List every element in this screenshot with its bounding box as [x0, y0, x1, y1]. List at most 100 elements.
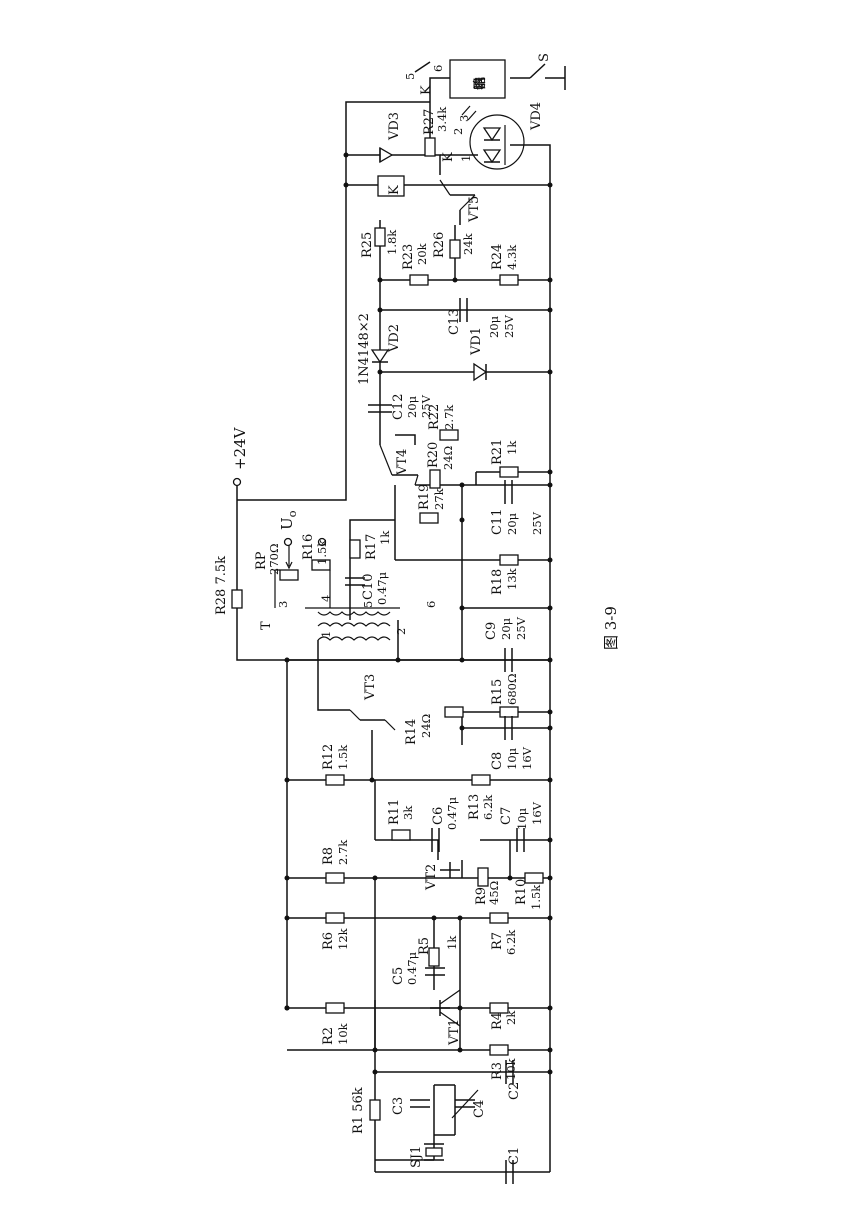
buzzer-char-1: 讯 [473, 77, 488, 90]
label-1n4148: 1N4148×2 [357, 313, 372, 385]
label-r7: R7 [490, 932, 505, 950]
value-r6: 12k [336, 927, 350, 950]
label-c4: C4 [472, 1100, 487, 1118]
value-r22: 2.7k [442, 404, 456, 430]
pin-6: 6 [424, 601, 438, 608]
value-r16: 1.5k [315, 539, 329, 565]
diodes [370, 105, 525, 382]
value-r19: 27k [432, 487, 446, 510]
value-r25: 1.8k [385, 229, 399, 255]
label-vt2: VT2 [424, 864, 439, 891]
label-relay-coil: K [387, 185, 402, 195]
value-r23: 20k [415, 242, 429, 265]
label-sj1: SJ1 [409, 1146, 424, 1168]
value-c5: 0.47μ [405, 951, 419, 985]
value-r13: 6.2k [481, 794, 495, 820]
junction-dots [284, 152, 553, 1075]
value-c7-cap: 10μ [515, 807, 529, 830]
label-c8: C8 [490, 752, 505, 770]
pin-4: 4 [319, 595, 333, 602]
value-r24: 4.3k [505, 244, 519, 270]
label-c7: C7 [499, 807, 514, 825]
value-c7-volt: 16V [530, 801, 544, 825]
label-supply-24v: +24V [231, 426, 249, 470]
label-c12: C12 [391, 394, 406, 421]
value-c10: 0.47μ [375, 571, 389, 605]
label-vd3: VD3 [387, 112, 402, 141]
pin-3: 3 [276, 601, 290, 608]
label-r27: R27 [422, 109, 437, 135]
value-c13-cap: 20μ [487, 315, 501, 338]
value-r10: 1.5k [529, 884, 543, 910]
pin-1: 1 [319, 631, 333, 638]
label-r26: R26 [432, 232, 447, 258]
label-vt1: VT1 [447, 1019, 462, 1046]
label-vd1: VD1 [469, 327, 484, 356]
value-r2: 10k [336, 1022, 350, 1045]
value-r8: 2.7k [336, 839, 350, 865]
label-r15: R15 [490, 679, 505, 705]
value-c13-volt: 25V [502, 314, 516, 338]
label-c5: C5 [391, 967, 406, 985]
value-c8-cap: 10μ [505, 747, 519, 770]
value-r18: 13k [505, 567, 519, 590]
label-vt4: VT4 [395, 449, 410, 476]
resistors [231, 137, 544, 1121]
terminals [232, 477, 327, 547]
label-vd4: VD4 [529, 102, 544, 131]
label-r5: R5 [417, 937, 432, 955]
label-r17: R17 [364, 534, 379, 560]
label-vd2: VD2 [387, 324, 402, 353]
value-c11-cap: 20μ [505, 512, 519, 535]
label-r25: R25 [360, 232, 375, 258]
label-r16: R16 [301, 534, 316, 560]
label-c2: C2 [507, 1082, 522, 1100]
label-t: T [259, 621, 274, 630]
label-k-contact-1: K [441, 152, 456, 162]
label-r1: R1 56k [351, 1087, 366, 1134]
relay-and-buzzer [377, 59, 566, 197]
value-r4: 2k [504, 1010, 518, 1025]
value-r14: 24Ω [419, 714, 433, 738]
transformer [274, 569, 400, 641]
value-r12: 1.5k [336, 744, 350, 770]
label-r19: R19 [417, 484, 432, 510]
value-r7: 6.2k [504, 929, 518, 955]
label-c1: C1 [507, 1147, 522, 1165]
pin-2: 2 [394, 628, 408, 635]
label-r24: R24 [490, 244, 505, 270]
value-c11-volt: 25V [530, 511, 544, 535]
label-output-uo: Uo [278, 510, 299, 530]
buzzer-char-3: 器 [473, 77, 488, 90]
label-r13: R13 [467, 794, 482, 820]
label-r14: R14 [404, 719, 419, 745]
buzzer-char-2: 响 [472, 77, 488, 90]
value-rp: 270Ω [267, 544, 281, 576]
label-c9: C9 [484, 622, 499, 640]
label-r18: R18 [490, 569, 505, 595]
label-r12: R12 [321, 744, 336, 770]
value-c6: 0.47μ [445, 796, 459, 830]
value-r17: 1k [378, 530, 392, 545]
label-r9: R9 [474, 887, 489, 905]
labels: R1 56k C1 C2 C3 C4 SJ1 R2 10k R3 10k VT1… [214, 53, 620, 1168]
opto-pin-3: 3 [457, 115, 471, 122]
value-r21: 1k [505, 440, 519, 455]
value-c8-volt: 16V [520, 746, 534, 770]
label-k-contact-2: K [419, 85, 434, 95]
relay-pin-6: 6 [431, 65, 445, 72]
value-r9: 45Ω [487, 881, 501, 905]
value-c12-volt: 25V [419, 394, 433, 418]
label-c10: C10 [361, 574, 376, 601]
label-r3: R3 [490, 1062, 505, 1080]
transistors [349, 179, 476, 1027]
label-vt3: VT3 [363, 674, 378, 701]
label-r10: R10 [514, 879, 529, 905]
label-r8: R8 [321, 847, 336, 865]
label-r6: R6 [321, 932, 336, 950]
opto-pin-2: 2 [451, 128, 465, 135]
label-r11: R11 [387, 799, 402, 825]
value-c9-volt: 25V [514, 616, 528, 640]
label-r22: R22 [427, 404, 442, 430]
